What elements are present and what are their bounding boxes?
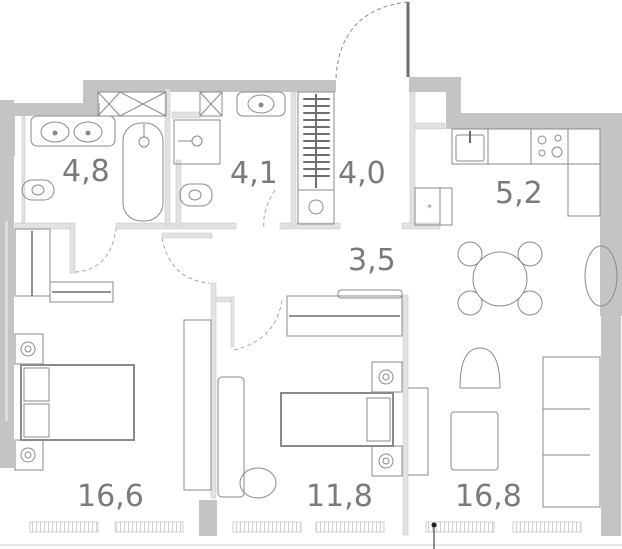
bedroom-1-wardrobe [183,319,212,491]
area-label-bedroom-2: 11,8 [306,479,373,514]
bathroom-2-fixtures [173,91,286,207]
kitchen-icon-glyphs: * [427,203,432,214]
radiators [29,521,582,533]
area-label-kitchen: 5,2 [495,176,543,211]
kitchen-fixtures [414,128,601,226]
door-swings [74,189,283,351]
area-label-bathroom-2: 4,1 [230,156,278,191]
area-label-bedroom-1: 16,6 [77,479,144,514]
living-room-furniture [408,241,618,508]
bathroom-1-fixtures [21,91,167,222]
bedroom-2-furniture [217,289,403,499]
area-label-hallway: 3,5 [348,243,396,278]
area-label-living-room: 16,8 [455,479,522,514]
bedroom-1-furniture [14,228,135,471]
area-label-laundry: 4,0 [338,156,386,191]
laundry-fixtures [297,91,335,225]
area-label-bathroom-1: 4,8 [62,154,110,189]
partitions [4,88,446,536]
